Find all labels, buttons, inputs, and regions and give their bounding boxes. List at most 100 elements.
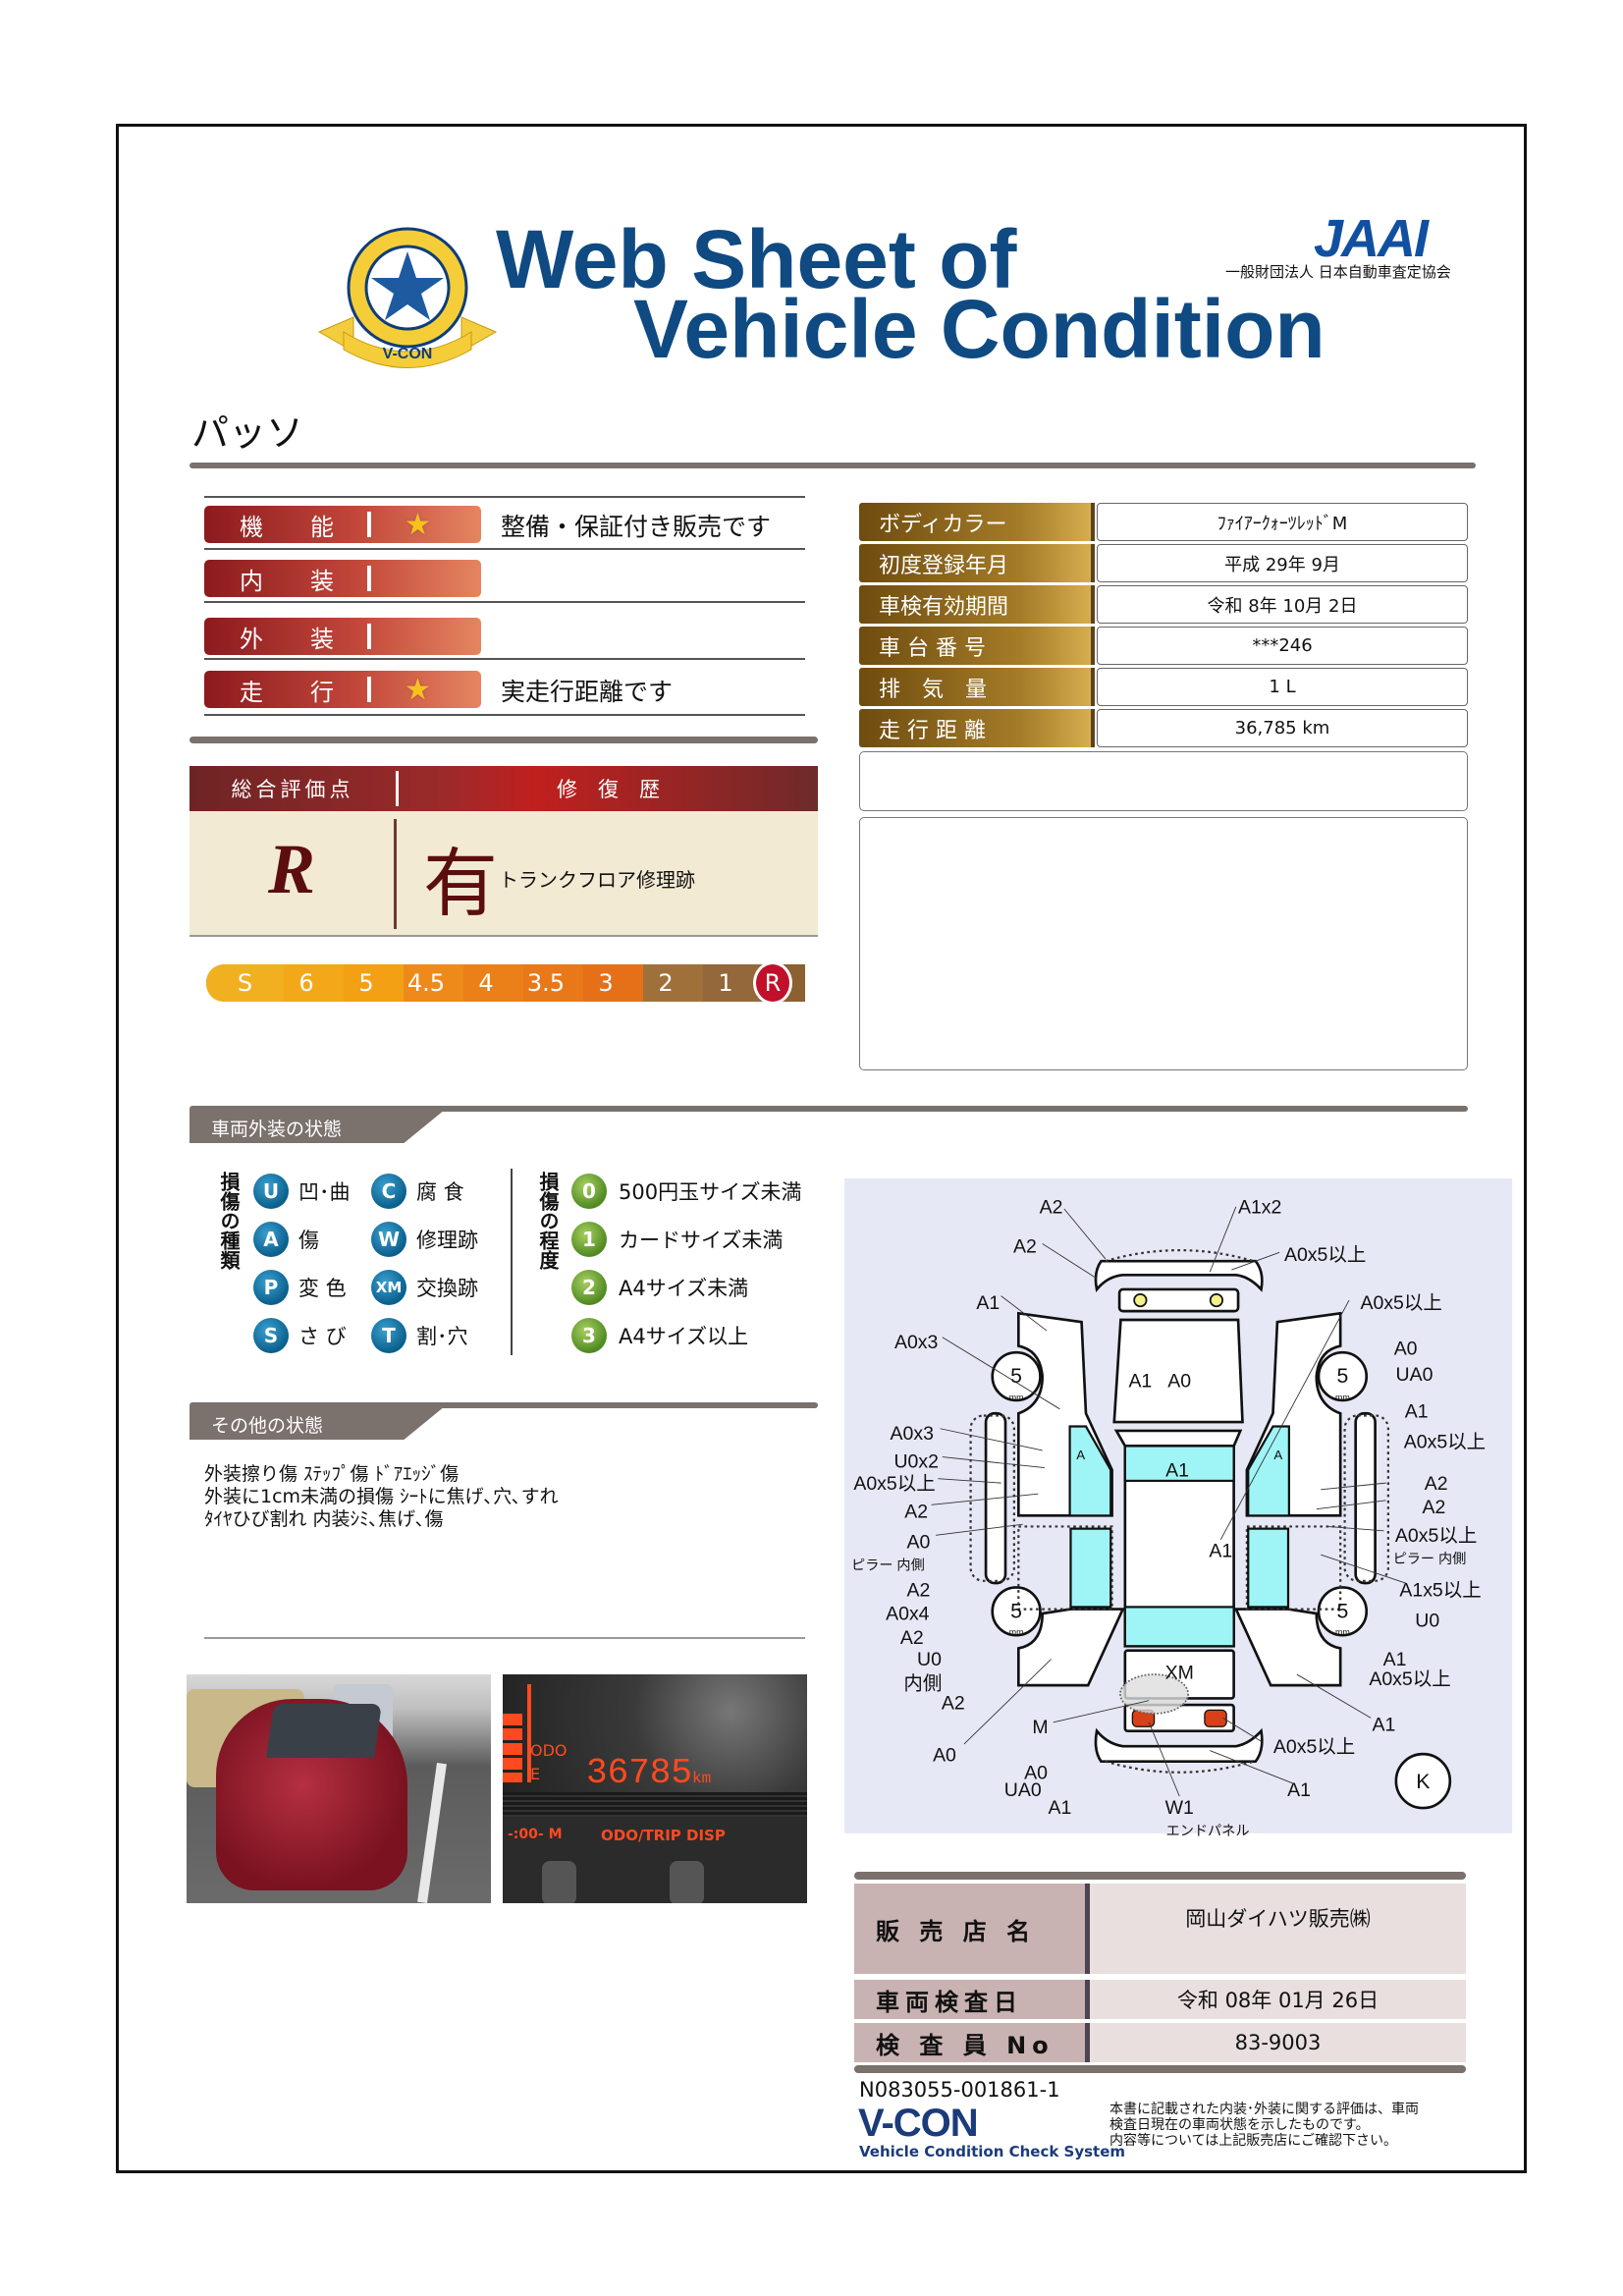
damage-label: A1 [1383, 1649, 1407, 1670]
damage-label: A0x5以上 [1369, 1668, 1450, 1690]
airbag-marker: A [1076, 1448, 1085, 1462]
vcon-emblem-logo: V-CON [317, 227, 498, 368]
inspection-date-row: 車両検査日令和 08年 01月 26日 [854, 1980, 1466, 2019]
car-photo[interactable] [187, 1674, 491, 1903]
odo-label: ODO [530, 1741, 568, 1760]
divider [204, 496, 805, 498]
airbag-marker: A [1273, 1448, 1282, 1462]
damage-label: A0 [933, 1745, 956, 1767]
vcon-logo: V-CON [858, 2102, 979, 2145]
other-line: 外装に1cm未満の損傷 ｼｰﾄに焦げ､穴､すれ [204, 1486, 559, 1507]
rating-label: 機 能 [240, 513, 334, 541]
degree-label: A4サイズ以上 [619, 1325, 749, 1348]
spec-value: ***246 [1097, 627, 1468, 665]
degree-code-badge: 1 [571, 1222, 607, 1257]
spec-value: 1 L [1097, 668, 1468, 706]
grade-S: S [206, 964, 284, 1002]
repair-history-value: 有 [423, 840, 498, 927]
type-label: 交換跡 [416, 1277, 478, 1300]
rating-label: 内 装 [240, 567, 334, 595]
damage-label: A1 [1405, 1401, 1429, 1423]
type-label: 腐 食 [416, 1180, 464, 1204]
rating-label: 走 行 [240, 678, 334, 706]
damage-label: A1x2 [1238, 1196, 1281, 1218]
divider [854, 1872, 1466, 1880]
tire-depth: 5 [1010, 1599, 1022, 1622]
org-name: 一般財団法人 日本自動車査定協会 [1225, 263, 1451, 281]
inspector-value: 83-9003 [1090, 2023, 1466, 2062]
front-bumper [1094, 1259, 1264, 1292]
type-code-badge: T [371, 1318, 406, 1353]
divider [204, 601, 805, 603]
divider [189, 1106, 1468, 1112]
type-label: 割･穴 [416, 1325, 468, 1348]
divider [204, 548, 805, 550]
damage-label: A2 [904, 1502, 928, 1523]
degree-code-badge: 3 [571, 1318, 607, 1353]
type-code-badge: A [253, 1222, 289, 1257]
repair-header-label: 修 復 歴 [557, 778, 660, 801]
legend-divider [511, 1169, 513, 1355]
emblem-ribbon-text: V-CON [383, 346, 433, 362]
spec-label: 車検有効期間 [859, 585, 1095, 624]
rating-exterior: 外 装 [204, 618, 481, 655]
spec-row: 車 台 番 号***246 [859, 627, 1468, 665]
damage-label: エンドパネル [1166, 1824, 1250, 1839]
title-line-2: Vehicle Condition [633, 283, 1325, 375]
damage-label: A0x3 [891, 1423, 934, 1445]
divider [204, 658, 805, 660]
damage-label: U0 [917, 1649, 942, 1670]
damage-label: XM [1165, 1662, 1194, 1683]
disclaimer: 本書に記載された内装･外装に関する評価は、車両 検査日現在の車両状態を示したもの… [1109, 2102, 1419, 2149]
clock-label: -:00- M [508, 1827, 563, 1842]
degree-code-badge: 0 [571, 1174, 607, 1209]
overall-score: R [267, 830, 316, 908]
inspector-label: 検 査 員 No [854, 2023, 1090, 2062]
star-icon: ★ [405, 507, 431, 542]
damage-label: A1 [1209, 1540, 1232, 1561]
type-label: さ び [298, 1325, 347, 1348]
score-body: R 有 トランクフロア修理跡 [189, 811, 818, 937]
odometer-photo[interactable]: ODO E 36785km -:00- M ODO/TRIP DISP [503, 1674, 807, 1903]
damage-label: UA0 [1396, 1364, 1434, 1386]
spec-row: 初度登録年月平成 29年 9月 [859, 544, 1468, 582]
damage-label: A0x5以上 [1360, 1292, 1441, 1314]
fuel-label: E [530, 1765, 541, 1783]
other-section-title: その他の状態 [189, 1406, 445, 1440]
spec-label: 初度登録年月 [859, 544, 1095, 582]
damage-label: A0 [1024, 1762, 1048, 1783]
damage-label: A0x5以上 [1273, 1736, 1355, 1758]
tire-unit: mm [1335, 1627, 1350, 1637]
damage-label: A1 [1048, 1797, 1071, 1819]
damage-label: A0 [1394, 1338, 1418, 1359]
damage-label: A2 [942, 1693, 965, 1715]
damage-label: U0 [1415, 1610, 1439, 1631]
other-line: 外装擦り傷 ｽﾃｯﾌﾟ傷 ﾄﾞｱｴｯｼﾞ傷 [204, 1463, 460, 1485]
notes-box-small [859, 751, 1468, 811]
spec-value: 36,785 km [1097, 709, 1468, 747]
shop-value: 岡山ダイハツ販売㈱ [1090, 1884, 1466, 1974]
disclaimer-line: 内容等については上記販売店にご確認下さい。 [1109, 2133, 1398, 2149]
star-icon: ★ [405, 672, 431, 707]
degree-heading: 損傷の程度 [536, 1172, 560, 1270]
tire-depth: 5 [1010, 1364, 1022, 1388]
type-heading: 損傷の種類 [217, 1172, 241, 1270]
spec-label: 車 台 番 号 [859, 627, 1095, 665]
car-name: パッソ [191, 411, 304, 455]
date-value: 令和 08年 01月 26日 [1090, 1980, 1466, 2019]
type-code-badge: S [253, 1318, 289, 1353]
trip-label: ODO/TRIP DISP [601, 1827, 726, 1844]
degree-label: 500円玉サイズ未満 [619, 1180, 802, 1204]
rating-driving: 走 行 ★ [204, 671, 481, 708]
disclaimer-line: 本書に記載された内装･外装に関する評価は、車両 [1109, 2102, 1419, 2117]
damage-label: A0x5以上 [1404, 1432, 1486, 1453]
damage-label: A1x5以上 [1399, 1579, 1481, 1601]
rating-comment: 実走行距離です [501, 678, 674, 706]
rear-bumper [1094, 1727, 1264, 1763]
